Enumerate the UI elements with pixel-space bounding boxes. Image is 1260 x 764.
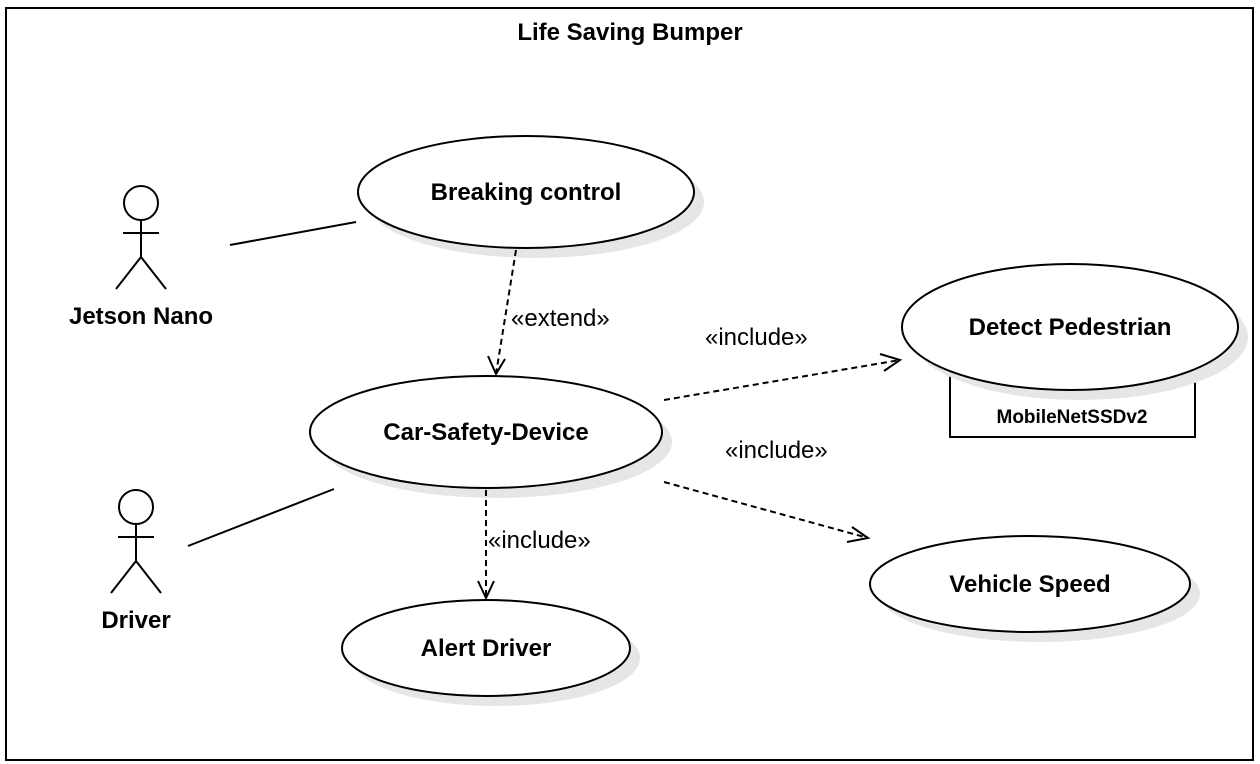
actor-jetson-nano[interactable]: Jetson Nano	[69, 185, 213, 330]
use-case-vehicle-speed[interactable]: Vehicle Speed	[869, 535, 1191, 633]
use-case-label: Breaking control	[431, 179, 622, 206]
open-arrowhead	[879, 353, 903, 372]
relation-include-vehicle-label: «include»	[725, 437, 828, 464]
dashed-arrow-line	[663, 481, 869, 539]
relation-extend: «extend»	[487, 249, 610, 377]
open-arrowhead	[487, 355, 506, 377]
actor-driver[interactable]: Driver	[101, 489, 171, 634]
use-case-alert-driver[interactable]: Alert Driver	[341, 599, 631, 697]
dashed-arrow-line	[495, 249, 517, 375]
actor-left-leg	[110, 560, 137, 594]
use-case-ellipse	[357, 135, 695, 249]
component-label: MobileNetSSDv2	[997, 407, 1148, 428]
relation-extend-label: «extend»	[511, 305, 610, 332]
use-case-ellipse	[309, 375, 663, 489]
open-arrowhead	[477, 580, 495, 601]
use-case-car-safety-device[interactable]: Car-Safety-Device	[309, 375, 663, 489]
relation-include-alert: «include»	[477, 490, 591, 601]
use-case-label: Vehicle Speed	[949, 571, 1110, 598]
use-case-ellipse	[901, 263, 1239, 391]
use-case-detect-pedestrian[interactable]: Detect Pedestrian	[901, 263, 1239, 391]
actor-head	[123, 185, 159, 221]
actor-head	[118, 489, 154, 525]
use-case-label: Alert Driver	[421, 635, 552, 662]
association-driver-car-safety	[187, 488, 335, 547]
actor-left-leg	[115, 256, 142, 290]
diagram-title: Life Saving Bumper	[517, 19, 742, 46]
actor-right-leg	[135, 560, 162, 594]
relation-include-alert-label: «include»	[488, 527, 591, 554]
use-case-breaking-control[interactable]: Breaking control	[357, 135, 695, 249]
actor-jetson-label: Jetson Nano	[69, 303, 213, 330]
use-case-label: Detect Pedestrian	[969, 314, 1172, 341]
use-case-label: Car-Safety-Device	[383, 419, 588, 446]
relation-include-vehicle: «include»	[663, 437, 871, 543]
relation-include-detect-label: «include»	[705, 324, 808, 351]
use-case-ellipse	[869, 535, 1191, 633]
relation-include-detect: «include»	[663, 324, 903, 401]
actor-right-leg	[140, 256, 167, 290]
actor-driver-label: Driver	[101, 607, 170, 634]
open-arrowhead	[846, 526, 871, 543]
association-jetson-breaking	[229, 221, 357, 246]
